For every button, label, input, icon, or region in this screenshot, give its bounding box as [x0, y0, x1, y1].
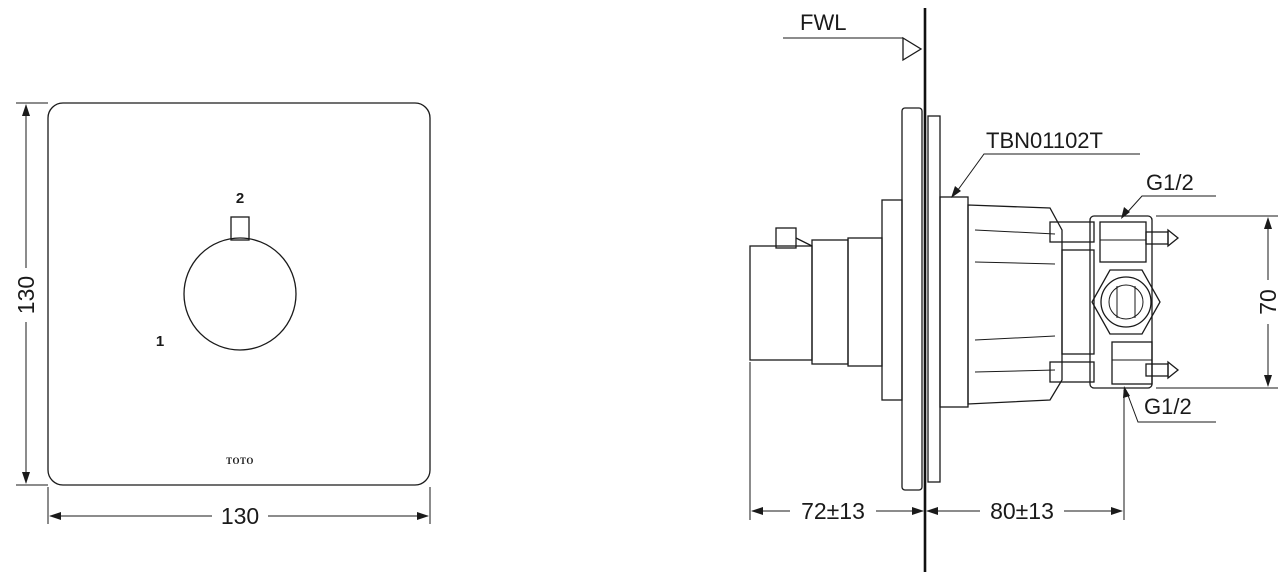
fwl-label: FWL [800, 10, 846, 35]
handle-side [749, 245, 813, 361]
position-label-1: 1 [156, 333, 164, 350]
cover-plate [47, 102, 431, 486]
inlet-top-label: G1/2 [1146, 170, 1194, 195]
handle-lever [230, 216, 250, 241]
inlet-spacing-label: 70 [1255, 289, 1281, 315]
hex-nut [1091, 269, 1161, 335]
position-label-2: 2 [236, 190, 244, 207]
handle-knob [183, 237, 297, 351]
toto-logo: TOTO [226, 456, 254, 466]
width-dimension-label: 130 [221, 503, 259, 529]
cover-plate-side [901, 107, 923, 491]
connector-block [1089, 215, 1153, 389]
valve-body [967, 204, 1063, 405]
side-view: FWL [749, 8, 1282, 572]
part-number-label: TBN01102T [986, 128, 1103, 153]
inlet-bottom-label: G1/2 [1144, 394, 1192, 419]
front-view: 2 1 TOTO 130 130 [12, 102, 431, 529]
front-depth-label: 72±13 [801, 498, 865, 524]
back-depth-label: 80±13 [990, 498, 1054, 524]
height-dimension-label: 130 [13, 276, 39, 314]
